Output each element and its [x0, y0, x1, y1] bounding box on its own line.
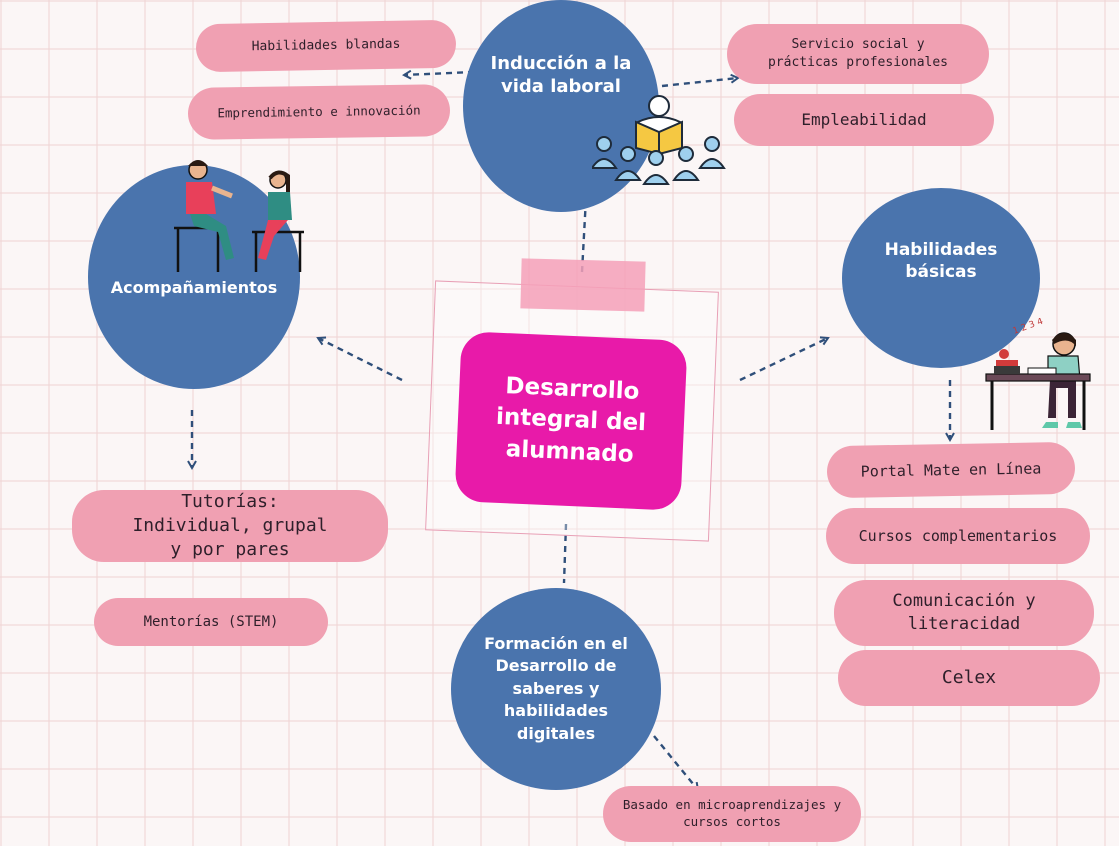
- pill-empleabilidad: Empleabilidad: [734, 94, 994, 146]
- pill-emprendimiento: Emprendimiento e innovación: [187, 84, 451, 140]
- reading-teacher-icon: [592, 95, 726, 185]
- pill-mentorias: Mentorías (STEM): [94, 598, 328, 646]
- pill-cursos: Cursos complementarios: [826, 508, 1090, 564]
- pill-comunicacion: Comunicación y literacidad: [834, 580, 1094, 646]
- arrow-center-to-acompanamientos: [318, 338, 403, 382]
- node-habilidades-basicas-label: Habilidades básicas: [884, 239, 998, 282]
- node-formacion: Formación en el Desarrollo de saberes y …: [451, 588, 661, 790]
- node-induccion-label: Inducción a la vida laboral: [490, 53, 632, 98]
- arrow-center-to-habilidades: [739, 338, 828, 382]
- node-habilidades-basicas: Habilidades básicas: [842, 188, 1040, 368]
- counting-numbers: 1 2 3 4: [1012, 318, 1045, 337]
- central-topic: Desarrollo integral del alumnado: [454, 331, 688, 511]
- pill-habilidades-blandas: Habilidades blandas: [195, 19, 457, 73]
- pill-servicio-social: Servicio social y prácticas profesionale…: [727, 24, 989, 84]
- arrow-induccion-to-servicio: [661, 78, 738, 88]
- node-acompanamientos-label: Acompañamientos: [110, 277, 278, 297]
- tape-strip: [520, 258, 646, 312]
- pill-portal-mate: Portal Mate en Línea: [826, 441, 1076, 499]
- arrow-formacion-to-micro: [653, 735, 698, 790]
- pill-microaprendizajes: Basado en microaprendizajes y cursos cor…: [603, 786, 861, 842]
- student-at-desk-icon: 1 2 3 4: [985, 318, 1091, 430]
- two-people-talking-icon: [174, 160, 304, 272]
- pill-celex: Celex: [838, 650, 1100, 706]
- arrow-induccion-to-blandas: [404, 72, 475, 75]
- pill-tutorias: Tutorías: Individual, grupal y por pares: [72, 490, 388, 562]
- node-formacion-label: Formación en el Desarrollo de saberes y …: [484, 634, 628, 743]
- line-center-to-formacion: [562, 523, 568, 584]
